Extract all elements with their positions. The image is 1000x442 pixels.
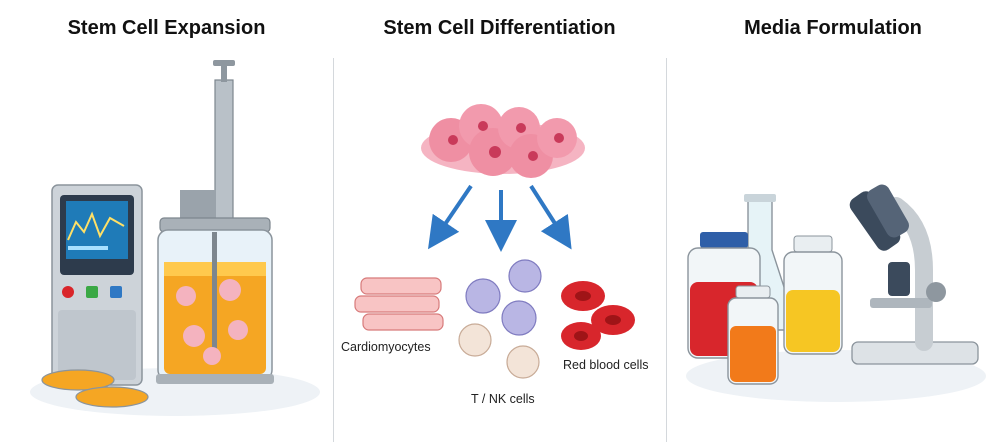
panel-title: Stem Cell Differentiation: [383, 17, 616, 39]
petri-dish-icon: [41, 369, 149, 408]
stem-cell-cluster-icon: [421, 104, 585, 178]
media-bottle-icon: [687, 232, 843, 385]
panel-title: Media Formulation: [744, 17, 922, 39]
label-t-nk-cells: T / NK cells: [471, 392, 535, 406]
bioreactor-icon: [156, 190, 274, 384]
label-red-blood-cells: Red blood cells: [563, 358, 649, 372]
control-unit-icon: [51, 184, 143, 386]
label-cardiomyocytes: Cardiomyocytes: [341, 340, 431, 354]
panel-divider: [666, 58, 667, 442]
panel-divider: [333, 58, 334, 442]
microscope-icon: [849, 184, 979, 365]
bioreactor-illustration: [30, 60, 320, 416]
panel-stem-cell-expansion: Stem Cell Expansion: [0, 0, 333, 442]
panel-media-formulation: Media Formulation: [666, 0, 1000, 442]
panel-stem-cell-differentiation: Stem Cell Differentiation: [333, 0, 666, 442]
red-blood-cell-icon: [561, 281, 635, 350]
arrow-down-icon: [428, 184, 572, 252]
media-illustration: [686, 184, 986, 402]
t-nk-cell-icon: [458, 259, 542, 379]
panel-title: Stem Cell Expansion: [67, 17, 266, 39]
cardiomyocyte-icon: [354, 277, 444, 331]
differentiation-illustration: [354, 104, 635, 379]
